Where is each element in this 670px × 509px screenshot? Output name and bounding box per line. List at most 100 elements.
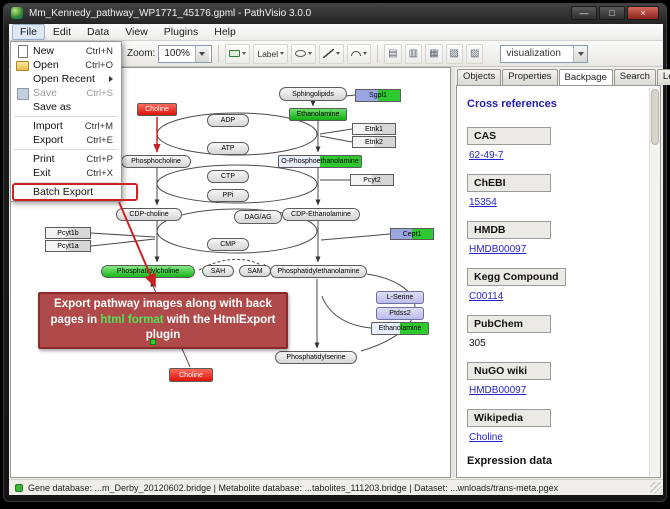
xref-value-link[interactable]: 62-49-7 [469,150,646,161]
blank-icon [16,134,29,146]
pathway-node-sgpl1[interactable]: Sgpl1 [355,89,401,102]
xref-value-link[interactable]: HMDB00097 [469,385,646,396]
pathway-node-etnk2[interactable]: Etnk2 [352,136,396,148]
selection-handle[interactable] [211,368,213,370]
pathway-node-o-phosphoethanolamine[interactable]: O-Phosphoethanolamine [278,155,362,168]
file-menu-item-open[interactable]: OpenCtrl+O [11,58,121,72]
pathway-node-cdp-choline[interactable]: CDP-choline [116,208,182,221]
arc-icon [351,51,361,56]
file-menu-item-print[interactable]: PrintCtrl+P [11,152,121,166]
tab-search[interactable]: Search [614,69,656,85]
pathway-node-cmp[interactable]: CMP [207,238,249,251]
blank-icon [16,167,29,179]
file-menu: NewCtrl+NOpenCtrl+OOpen RecentSaveCtrl+S… [10,41,122,202]
file-menu-item-export[interactable]: Export Ctrl+E [11,133,121,147]
chevron-down-icon[interactable] [195,46,209,62]
pathway-node-phosphatidylethanolamine[interactable]: Phosphatidylethanolamine [270,265,367,278]
node-label: CMP [220,241,236,248]
xref-header: NuGO wiki [467,362,551,380]
pathway-node-adp[interactable]: ADP [207,114,249,127]
group-button[interactable]: ▨ [466,44,483,64]
xref-value-link[interactable]: 15354 [469,197,646,208]
app-window: Mm_Kennedy_pathway_WP1771_45176.gpml - P… [2,2,668,503]
pathway-node-dag-ag[interactable]: DAG/AG [234,210,282,224]
pathway-node-cdp-ethanolamine[interactable]: CDP-Ethanolamine [282,208,360,221]
stack-button[interactable]: ▧ [446,44,463,64]
chevron-down-icon[interactable] [573,46,587,62]
file-menu-item-batch-export[interactable]: Batch Export [11,185,121,199]
sidebar-scrollbar[interactable] [649,87,660,476]
menu-edit[interactable]: Edit [45,24,79,40]
menu-help[interactable]: Help [206,24,244,40]
maximize-button[interactable]: □ [599,6,625,20]
xref-value-link[interactable]: HMDB00097 [469,244,646,255]
file-menu-item-import[interactable]: ImportCtrl+M [11,119,121,133]
pathway-node-etnk1[interactable]: Etnk1 [352,123,396,135]
menu-shortcut: Ctrl+E [78,135,113,146]
pathway-node-ethanolamine[interactable]: Ethanolamine [371,322,429,335]
tab-properties[interactable]: Properties [502,69,557,85]
selection-handle[interactable] [169,380,171,382]
pathway-node-ethanolamine[interactable]: Ethanolamine [289,108,347,121]
xref-value-link[interactable]: Choline [469,432,646,443]
tab-objects[interactable]: Objects [457,69,501,85]
new-line-tool[interactable] [319,44,344,64]
tab-backpage[interactable]: Backpage [559,69,613,85]
pathway-node-choline[interactable]: Choline [169,368,213,382]
pathway-node-choline[interactable]: Choline [137,103,177,116]
zoom-select[interactable]: 100% [158,45,212,63]
file-menu-item-open-recent[interactable]: Open Recent [11,72,121,86]
new-arc-tool[interactable] [347,44,371,64]
pathway-node-cept1[interactable]: Cept1 [390,228,434,240]
new-datanode-tool[interactable] [225,44,250,64]
visualization-select[interactable]: visualization [500,45,588,63]
pathway-node-sah[interactable]: SAH [202,265,234,277]
xref-header: HMDB [467,221,551,239]
resize-grip[interactable] [650,482,662,494]
toolbar-separator [377,45,378,63]
pathway-node-ppi[interactable]: PPi [207,189,249,202]
pathway-node-phosphatidylserine[interactable]: Phosphatidylserine [275,351,357,364]
selection-handle[interactable] [169,368,171,370]
align-horizontal-button[interactable]: ▤ [384,44,401,64]
menu-item-label: Save [33,87,57,99]
menu-view[interactable]: View [117,24,156,40]
menu-plugins[interactable]: Plugins [156,24,206,40]
pathway-node-pcyt2[interactable]: Pcyt2 [350,174,394,186]
file-menu-item-save-as[interactable]: Save as [11,100,121,114]
pathway-node-ctp[interactable]: CTP [207,170,249,183]
open-folder-icon [16,59,29,71]
file-menu-item-new[interactable]: NewCtrl+N [11,44,121,58]
new-shape-tool[interactable] [291,44,316,64]
align-vertical-button[interactable]: ▥ [405,44,422,64]
xref-value-link[interactable]: C00114 [469,291,646,302]
pathway-node-atp[interactable]: ATP [207,142,249,155]
menu-file[interactable]: File [12,24,45,40]
submenu-arrow-icon [109,76,113,82]
pathway-node-l-serine[interactable]: L-Serine [376,291,424,304]
menu-item-label: Export [33,134,63,146]
menu-data[interactable]: Data [79,24,117,40]
client-area: FileEditDataViewPluginsHelp Zoom: 100% L… [9,24,663,495]
tab-legend[interactable]: Legend [657,69,670,85]
pathway-node-phosphatidylcholine[interactable]: Phosphatidylcholine [101,265,195,278]
menu-item-label: New [33,45,54,57]
zoom-label: Zoom: [127,48,155,59]
pathway-node-sam[interactable]: SAM [239,265,271,277]
chevron-down-icon [308,52,312,55]
pathway-node-pcyt1a[interactable]: Pcyt1a [45,240,91,252]
pathway-node-pcyt1b[interactable]: Pcyt1b [45,227,91,239]
pathway-node-ptdss2[interactable]: Ptdss2 [376,307,424,320]
pathway-node-phosphocholine[interactable]: Phosphocholine [121,155,191,168]
file-menu-item-save[interactable]: SaveCtrl+S [11,86,121,100]
pathway-node-sphingolipids[interactable]: Sphingolipids [279,87,347,101]
file-menu-item-exit[interactable]: ExitCtrl+X [11,166,121,180]
titlebar[interactable]: Mm_Kennedy_pathway_WP1771_45176.gpml - P… [3,3,667,23]
minimize-button[interactable]: — [571,6,597,20]
distribute-button[interactable]: ▦ [425,44,442,64]
close-button[interactable]: × [627,6,659,20]
new-label-tool[interactable]: Label [253,44,288,64]
node-label: Phosphocholine [131,158,181,165]
node-label: Sgpl1 [369,92,387,99]
line-anchor-handle[interactable] [150,339,156,345]
